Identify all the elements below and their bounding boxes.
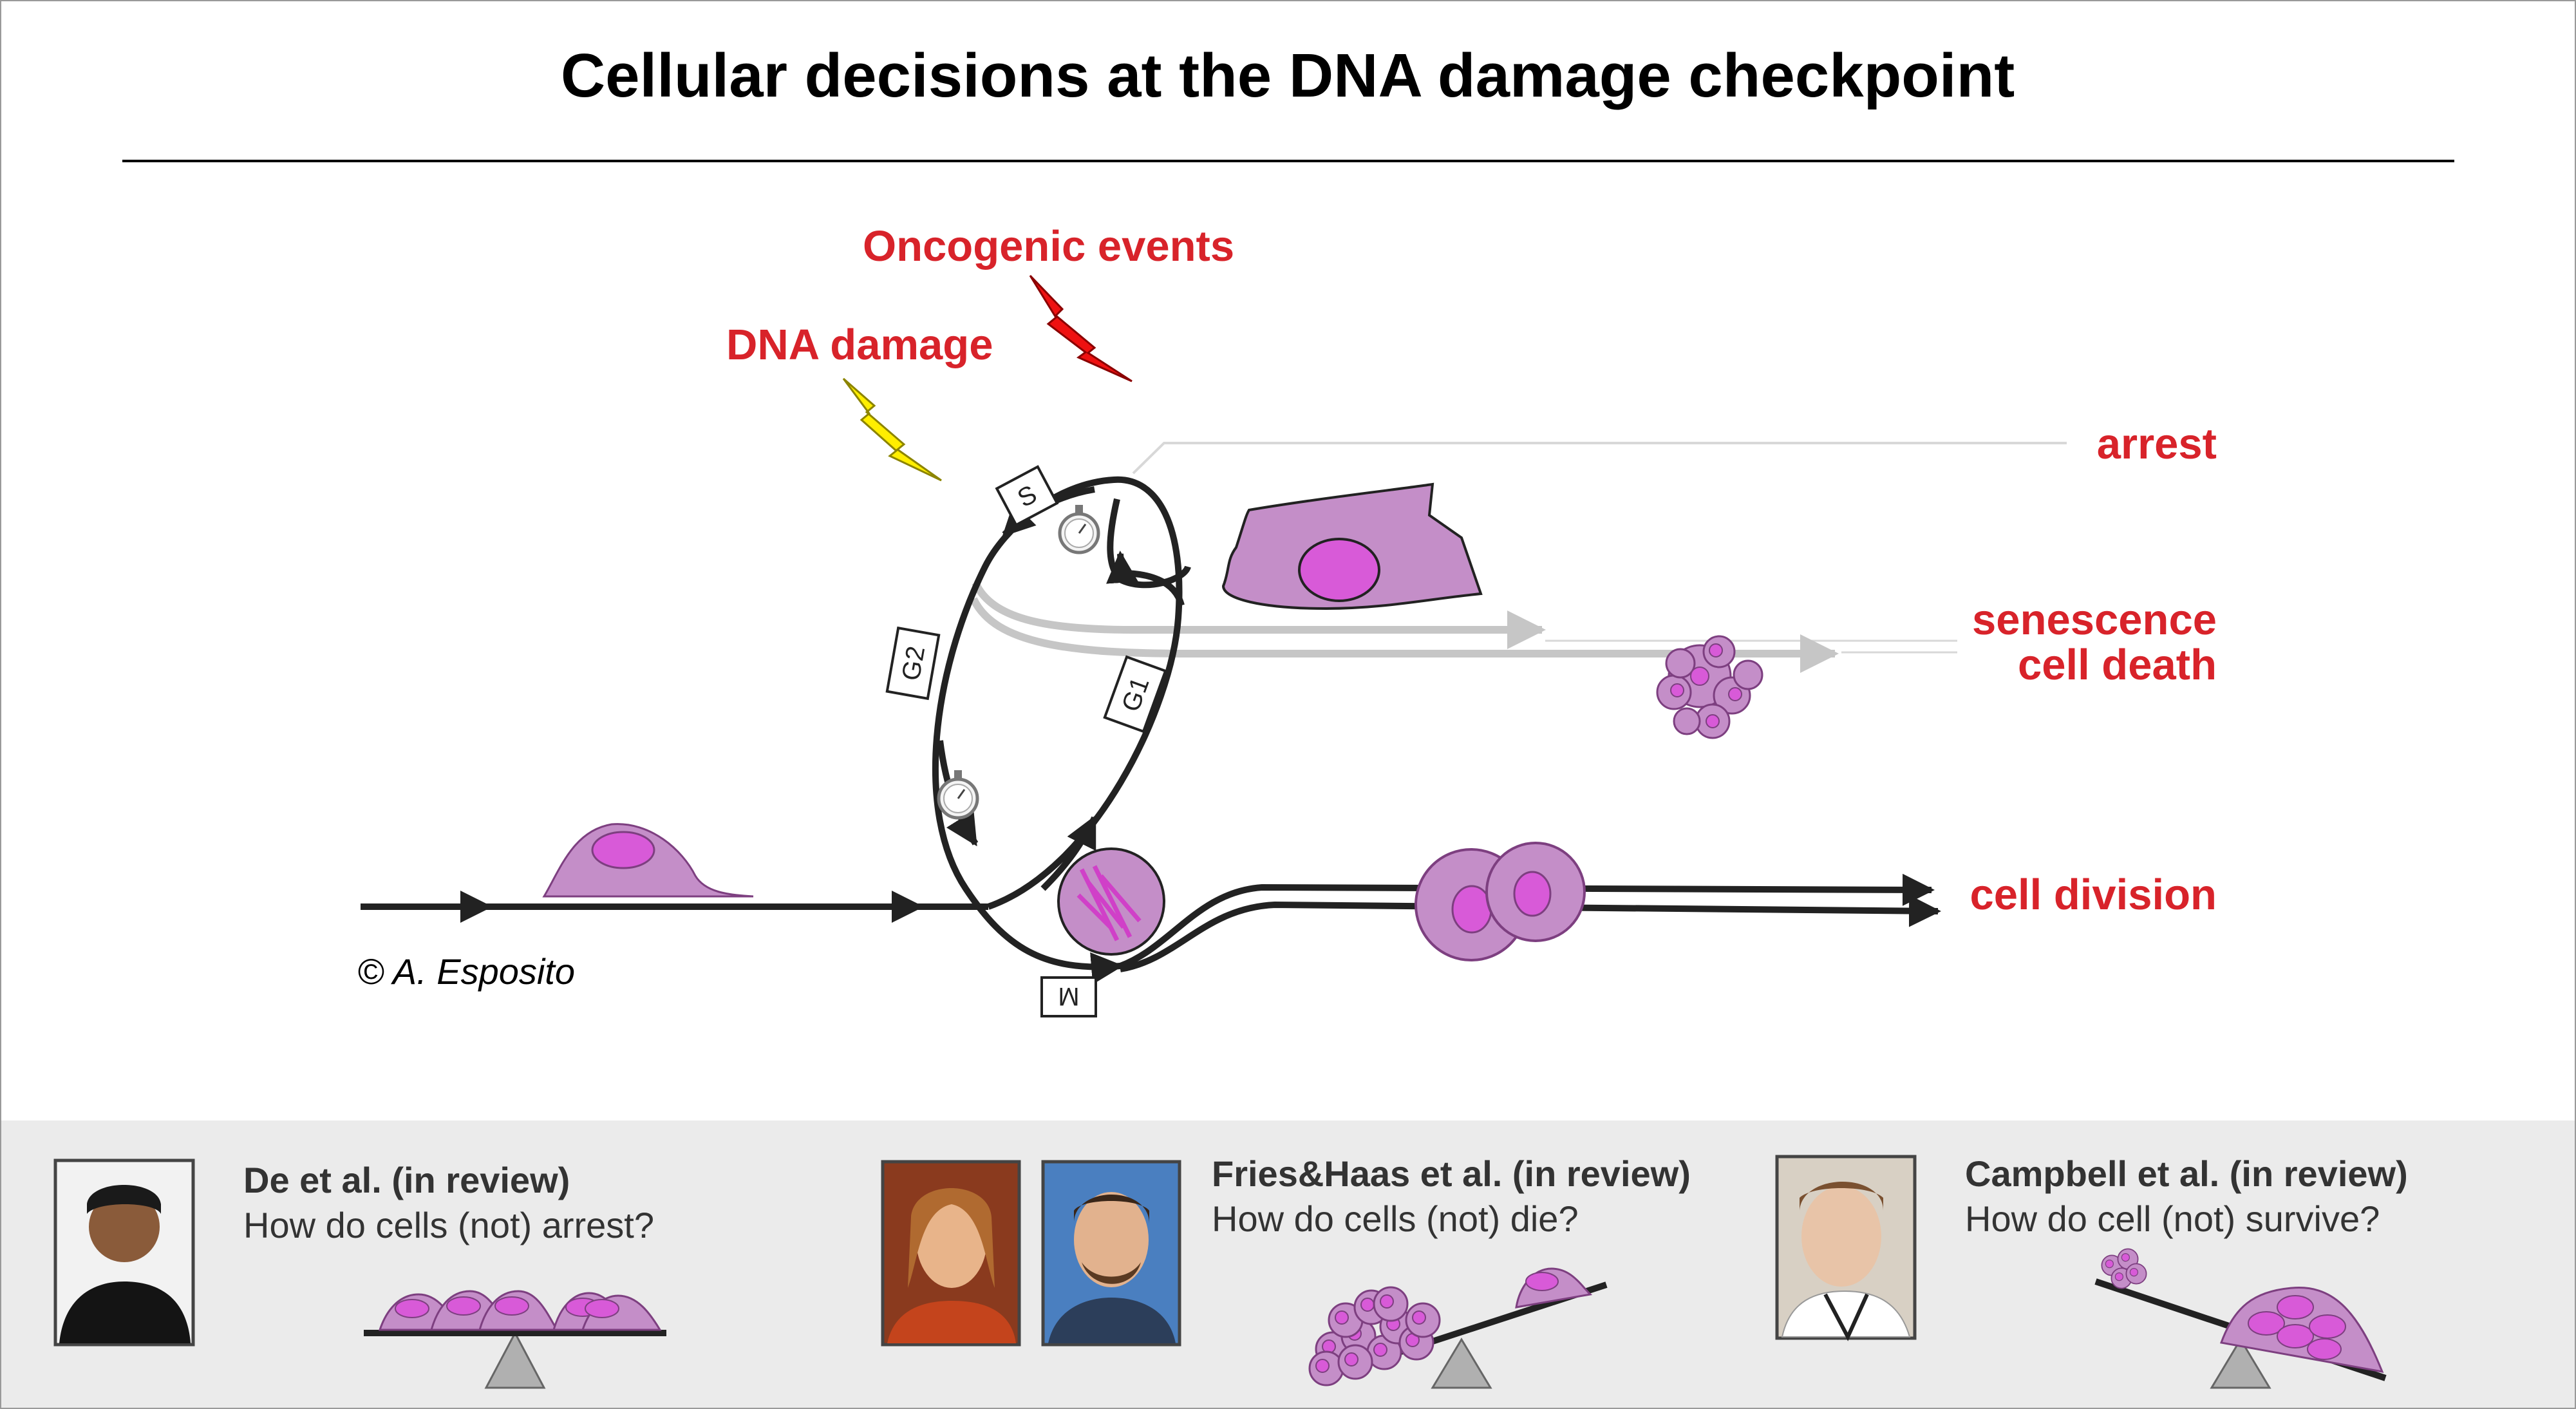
publication-question-fries-haas: How do cells (not) die? [1212,1198,1579,1239]
division-path-1 [1119,873,1935,969]
cell-death-label: cell death [2018,641,2217,689]
credit-text: © A. Esposito [357,951,575,992]
oncogenic-events-label: Oncogenic events [863,222,1234,270]
phase-label-g2: G2 [897,644,931,683]
phase-box-s: S [995,465,1059,527]
input-cell-icon [542,823,754,898]
dna-damage-label: DNA damage [726,321,993,369]
g1-up-arrow [1040,815,1098,891]
senescence-path [972,581,1546,649]
publication-title-campbell: Campbell et al. (in review) [1965,1153,2408,1194]
phase-box-m: M [1040,976,1097,1017]
publication-campbell: Campbell et al. (in review) How do cell … [1775,1153,2408,1389]
publication-title-de: De et al. (in review) [243,1160,570,1200]
balance-scale-survival [2094,1248,2387,1389]
arrest-label: arrest [2097,420,2217,468]
senescence-label: senescence [1972,596,2217,644]
balance-scale-death [1308,1267,1608,1389]
publication-title-fries-haas: Fries&Haas et al. (in review) [1212,1153,1691,1194]
publication-question-campbell: How do cell (not) survive? [1965,1198,2380,1239]
balance-scale-arrest [364,1290,666,1389]
cell-division-label: cell division [1970,871,2217,919]
phase-box-g1: G1 [1103,655,1167,733]
dna-damage-bolt-icon [842,377,942,482]
publication-fries-haas: Fries&Haas et al. (in review) How do cel… [881,1153,1691,1389]
apoptotic-cell-icon [1656,635,1763,739]
publication-de: De et al. (in review) How do cells (not)… [53,1158,666,1389]
phase-label-m: M [1058,982,1079,1010]
mitotic-cell-icon [1057,847,1165,956]
arrest-connector [1132,442,2067,475]
page-title: Cellular decisions at the DNA damage che… [561,41,2015,110]
phase-box-g2: G2 [885,626,941,701]
division-path-2 [1120,894,1941,972]
publications-footer [1,1121,2575,1408]
oncogenic-bolt-icon [1029,274,1133,383]
cell-death-path [970,597,1839,673]
arrested-cell-icon [1221,482,1483,610]
publication-question-de: How do cells (not) arrest? [243,1205,654,1245]
daughter-cell-right-icon [1485,842,1586,942]
g1-inner-return [1106,551,1185,607]
